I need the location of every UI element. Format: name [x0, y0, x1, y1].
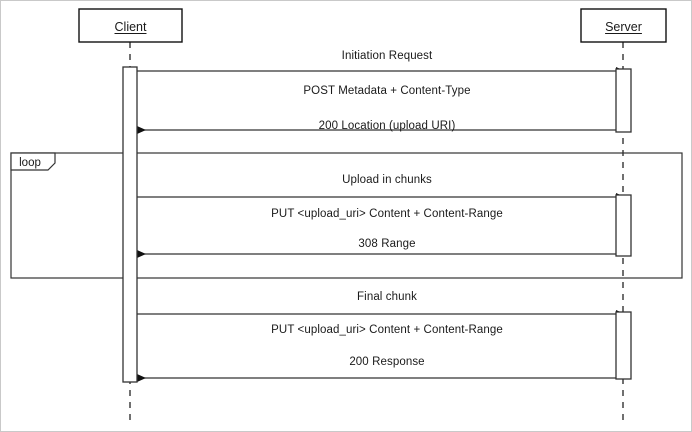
msg-200-response-label: 200 Response	[349, 356, 425, 368]
msg-final-chunk-label: Final chunk	[357, 291, 417, 303]
loop-fragment-operator-tab	[10, 152, 56, 171]
participant-label-server: Server	[605, 19, 642, 34]
participant-boxes-group	[78, 8, 667, 43]
server-activation-3	[615, 311, 632, 380]
participant-box-client[interactable]	[78, 8, 183, 43]
msg-put-final-chunk-label: PUT <upload_uri> Content + Content-Range	[271, 324, 503, 336]
msg-200-location-label: 200 Location (upload URI)	[318, 120, 456, 132]
server-activation-2	[615, 194, 632, 257]
fragments-group	[10, 152, 683, 279]
loop-fragment-border	[10, 152, 683, 279]
msg-put-chunk-label: PUT <upload_uri> Content + Content-Range	[271, 208, 503, 220]
msg-initiation-request-label: Initiation Request	[341, 50, 433, 62]
participant-box-server[interactable]	[580, 8, 667, 43]
loop-fragment-operator-label: loop	[19, 156, 41, 169]
participant-label-client: Client	[114, 19, 147, 34]
msg-post-metadata-label: POST Metadata + Content-Type	[303, 85, 471, 97]
msg-308-range-label: 308 Range	[358, 238, 416, 250]
messages-group	[137, 67, 625, 382]
msg-upload-in-chunks-label: Upload in chunks	[342, 174, 432, 186]
server-activation-1	[615, 68, 632, 133]
client-activation	[122, 66, 138, 383]
activations-group	[122, 66, 632, 383]
